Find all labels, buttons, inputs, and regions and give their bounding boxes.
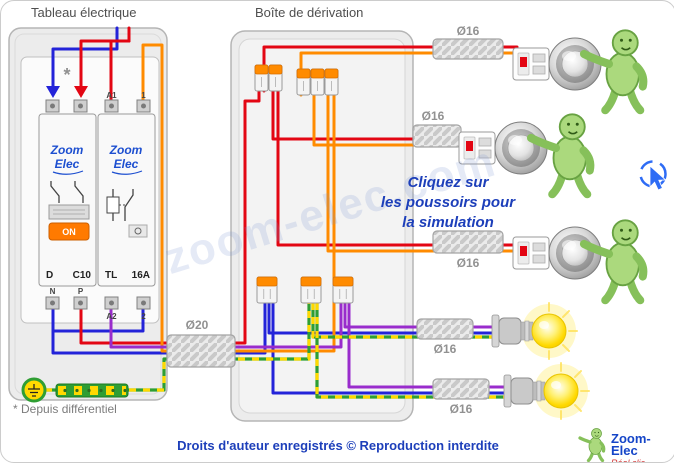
conduit-pushbutton-3: Ø16	[432, 230, 504, 270]
logo-name: Zoom-Elec	[611, 431, 651, 458]
terminal-label-p: P	[78, 287, 84, 296]
conduit-lamp2-label: Ø16	[450, 402, 473, 416]
terminal-label-1: 1	[141, 91, 146, 100]
terminal-label-a1: A1	[106, 91, 117, 100]
differential-breaker-module: Zoom Elec ON D C10	[38, 113, 97, 287]
breaker-brand-line2: Elec	[55, 157, 80, 171]
earth-symbol-icon	[21, 377, 47, 403]
earth-terminal-bar	[55, 383, 129, 398]
breaker-model-c10: C10	[73, 270, 92, 281]
panel-title: Tableau électrique	[31, 5, 137, 20]
breaker-brand-line1: Zoom	[50, 143, 84, 157]
telerupteur-brand-line2: Elec	[114, 157, 139, 171]
conduit-main-label: Ø20	[186, 318, 209, 332]
conduit-lamp-1: Ø16	[416, 318, 474, 356]
conduit-pushbutton-1: Ø16	[432, 24, 504, 60]
differential-footnote: * Depuis différentiel	[13, 402, 117, 416]
phase-arrow-icon	[74, 86, 88, 98]
lamp-2	[503, 362, 590, 420]
push-button-3[interactable]	[512, 226, 602, 280]
conduit-main: Ø20	[166, 318, 236, 368]
telerupteur-model-tl: TL	[105, 270, 117, 281]
wago-connectors-bottom	[256, 276, 354, 304]
zoomelec-logo: Zoom-Elec Réal clic	[611, 431, 674, 463]
terminal-label-n: N	[50, 287, 56, 296]
terminal-label-a2: A2	[106, 312, 117, 321]
conduit-pb1-label: Ø16	[457, 24, 480, 38]
push-button-1[interactable]	[512, 37, 602, 91]
instruction-line-2: les poussoirs pour	[380, 194, 516, 211]
conduit-lamp1-label: Ø16	[434, 342, 457, 356]
click-cursor-icon	[639, 160, 667, 191]
simulation-instruction: Cliquez sur les poussoirs pour la simula…	[353, 173, 543, 233]
conduit-lamp-2: Ø16	[432, 378, 490, 416]
breaker-on-button[interactable]: ON	[48, 222, 90, 241]
instruction-line-1: Cliquez sur	[407, 174, 489, 191]
copyright-notice: Droits d'auteur enregistrés © Reproducti…	[177, 438, 499, 453]
breaker-model-d: D	[46, 270, 53, 281]
push-button-2[interactable]	[458, 121, 548, 175]
logo-tagline: Réal clic	[611, 458, 646, 463]
conduit-pb2-label: Ø16	[422, 109, 445, 123]
neutral-arrow-icon	[46, 86, 60, 98]
terminal-label-2: 2	[141, 312, 146, 321]
lamp-1	[491, 302, 578, 360]
conduit-pushbutton-2: Ø16	[412, 109, 462, 148]
telerupteur-brand-line1: Zoom	[109, 143, 143, 157]
telerupteur-model-16a: 16A	[132, 270, 150, 281]
terminal-blocks: N P A1 1 A2 2	[45, 91, 151, 321]
telerupteur-module: Zoom Elec TL 16A	[97, 113, 156, 287]
on-label: ON	[62, 227, 76, 237]
instruction-line-3: la simulation	[402, 214, 494, 231]
conduit-pb3-label: Ø16	[457, 256, 480, 270]
asterisk-mark: *	[63, 65, 70, 85]
junction-box-title: Boîte de dérivation	[255, 5, 364, 20]
